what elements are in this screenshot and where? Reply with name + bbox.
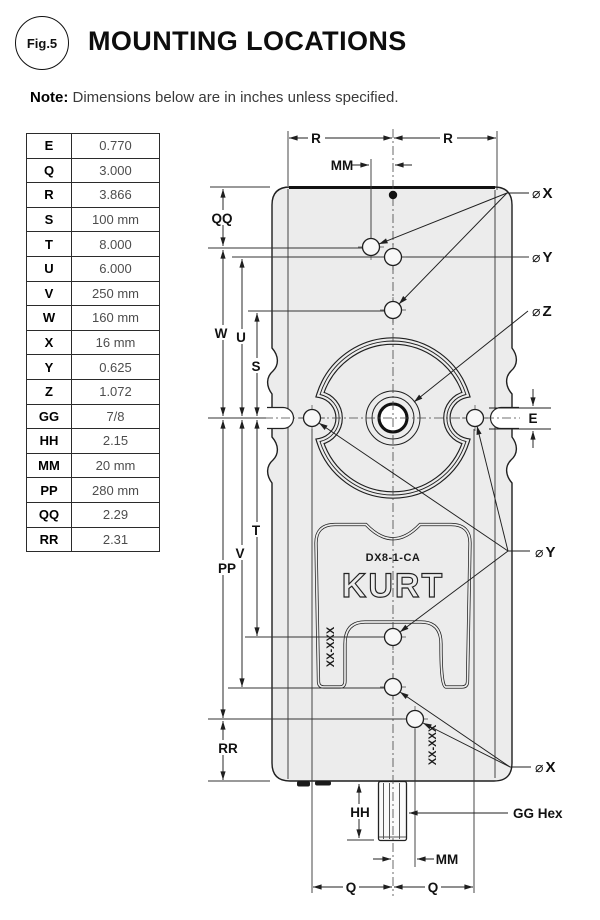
dim-value: 100 mm xyxy=(71,206,160,233)
dim-key: U xyxy=(26,255,72,282)
dim-label-q: Q xyxy=(428,880,439,895)
dim-value: 16 mm xyxy=(71,329,160,356)
dim-key: V xyxy=(26,280,72,307)
dim-label-r: R xyxy=(443,131,453,146)
mounting-holes xyxy=(299,190,488,732)
dim-label-pp: PP xyxy=(218,561,236,576)
dia-label-x: ⌀X xyxy=(535,759,555,776)
dia-label-y: ⌀Y xyxy=(535,544,555,561)
hole-y-bottom xyxy=(380,624,406,650)
dim-value: 250 mm xyxy=(71,280,160,307)
dim-value: 8.000 xyxy=(71,231,160,257)
label-backgrounds xyxy=(209,130,457,894)
dim-key: T xyxy=(26,231,72,257)
note: Note: Dimensions below are in inches unl… xyxy=(30,89,399,106)
dim-key: RR xyxy=(26,526,72,553)
dim-key: Q xyxy=(26,157,72,184)
dimension-labels: R R MM QQ W U S T V PP RR E HH MM Q Q GG… xyxy=(211,131,563,895)
dim-value: 3.000 xyxy=(71,157,160,184)
figure-badge-label: Fig.5 xyxy=(26,35,58,51)
dim-value: 0.625 xyxy=(71,354,160,380)
vise-body xyxy=(266,186,518,782)
dim-label-v: V xyxy=(235,546,244,561)
top-pin xyxy=(388,190,398,200)
dia-label-z: ⌀Z xyxy=(532,303,552,320)
dim-label-gg-hex: GG Hex xyxy=(513,806,563,821)
dim-label-mm: MM xyxy=(436,852,459,867)
dim-value: 160 mm xyxy=(71,305,160,331)
note-text: Dimensions below are in inches unless sp… xyxy=(68,89,399,106)
dim-key: R xyxy=(26,182,72,208)
dim-label-r: R xyxy=(311,131,321,146)
dia-label-y: ⌀Y xyxy=(532,249,552,266)
dim-key: QQ xyxy=(26,501,72,528)
leader-lines xyxy=(318,192,531,768)
stamp-text: XX-XXX xyxy=(325,626,337,667)
dim-label-u: U xyxy=(236,330,246,345)
dim-key: HH xyxy=(26,428,72,454)
figure-badge: Fig.5 xyxy=(15,16,69,70)
dim-label-hh: HH xyxy=(350,805,370,820)
dim-value: 3.866 xyxy=(71,182,160,208)
dim-label-mm: MM xyxy=(331,158,354,173)
dim-key: MM xyxy=(26,452,72,479)
dim-label-w: W xyxy=(215,326,228,341)
hole-y-top xyxy=(380,244,406,270)
dim-key: W xyxy=(26,305,72,331)
dim-value: 20 mm xyxy=(71,452,160,479)
dia-label-x: ⌀X xyxy=(532,185,552,202)
hole-y-right xyxy=(462,405,488,431)
hole-x-bottom xyxy=(380,674,406,700)
dim-value: 2.29 xyxy=(71,501,160,528)
dim-label-q: Q xyxy=(346,880,357,895)
dim-label-qq: QQ xyxy=(211,211,232,226)
dim-value: 0.770 xyxy=(71,133,160,159)
dim-label-s: S xyxy=(251,359,260,374)
stamp-text: XX-XXX xyxy=(427,724,439,765)
dim-value: 2.31 xyxy=(71,526,160,553)
dim-key: Z xyxy=(26,378,72,405)
dim-label-e: E xyxy=(528,411,537,426)
bottom-tab xyxy=(297,781,310,787)
brand-logo: KURT xyxy=(342,567,444,605)
hole-x-top xyxy=(358,234,384,260)
hole-x-mid xyxy=(380,297,406,323)
dim-value: 6.000 xyxy=(71,255,160,282)
bottom-tab xyxy=(315,781,331,786)
page-title: MOUNTING LOCATIONS xyxy=(88,26,407,56)
dim-label-rr: RR xyxy=(218,741,238,756)
hex-shaft xyxy=(377,780,408,842)
dim-value: 280 mm xyxy=(71,477,160,503)
hole-y-left xyxy=(299,405,325,431)
dim-value: 1.072 xyxy=(71,378,160,405)
hole-x-offset xyxy=(402,706,428,732)
extension-lines xyxy=(208,131,529,893)
dim-label-t: T xyxy=(252,523,261,538)
note-bold: Note: xyxy=(30,89,69,106)
